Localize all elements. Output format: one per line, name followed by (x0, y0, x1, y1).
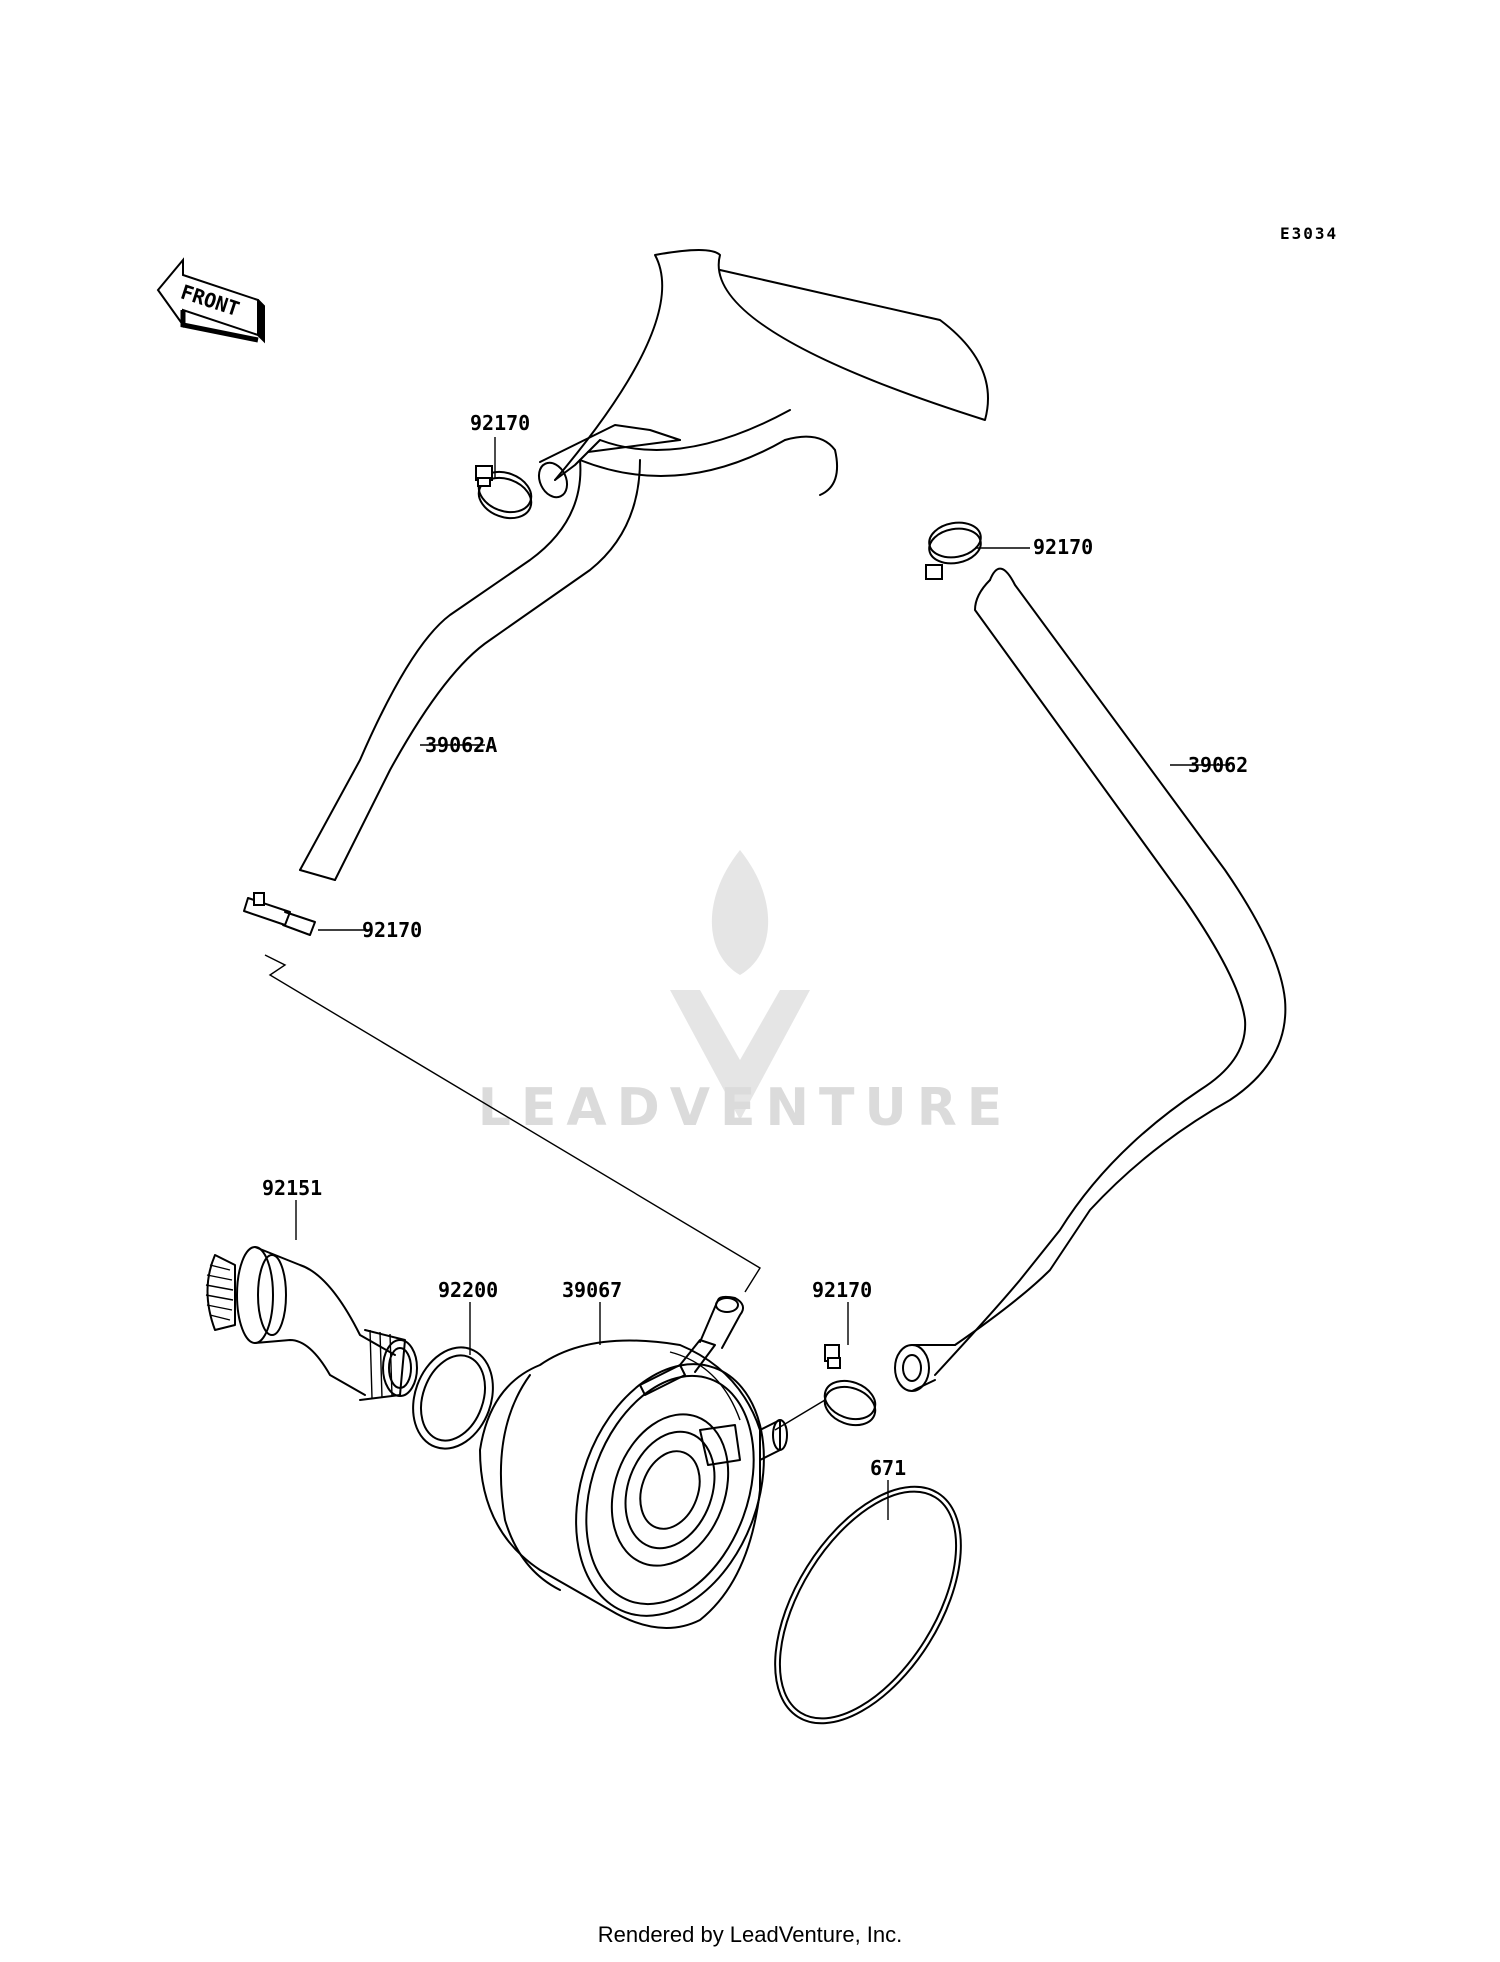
washer-icon (412, 1346, 494, 1450)
front-arrow-icon: FRONT (156, 257, 265, 344)
oil-cooler-icon (479, 1295, 788, 1629)
callout-clamp-bottom: 92170 (812, 1278, 872, 1302)
clamp-right-top-icon (925, 521, 982, 580)
watermark-text: LEADVENTURE (478, 1078, 1013, 1138)
callout-clamp-top: 92170 (470, 411, 530, 435)
callout-o-ring: 671 (870, 1456, 906, 1480)
footer-credit: Rendered by LeadVenture, Inc. (597, 1922, 903, 1947)
hose-39062a (299, 249, 989, 881)
callout-leaders (295, 437, 1230, 1520)
callout-washer: 92200 (438, 1278, 498, 1302)
clamp-bottom-icon (823, 1344, 877, 1427)
callout-clamp-left: 92170 (362, 918, 422, 942)
diagram-code: E3034 (1280, 224, 1338, 243)
callout-oil-cooler: 39067 (562, 1278, 622, 1302)
o-ring-icon (774, 1485, 962, 1725)
assembly-route-line (264, 954, 761, 1293)
hose-39062 (894, 567, 1287, 1392)
union-bolt-icon (205, 1246, 418, 1401)
callout-clamp-right-top: 92170 (1033, 535, 1093, 559)
clamp-top-icon (475, 465, 533, 520)
assembly-route-line-2 (774, 1399, 826, 1431)
callout-hose-left: 39062A (425, 733, 497, 757)
clamp-left-icon (243, 892, 316, 936)
callout-hose-right: 39062 (1188, 753, 1248, 777)
callout-bolt: 92151 (262, 1176, 322, 1200)
watermark: LEADVENTURE (478, 850, 1013, 1138)
